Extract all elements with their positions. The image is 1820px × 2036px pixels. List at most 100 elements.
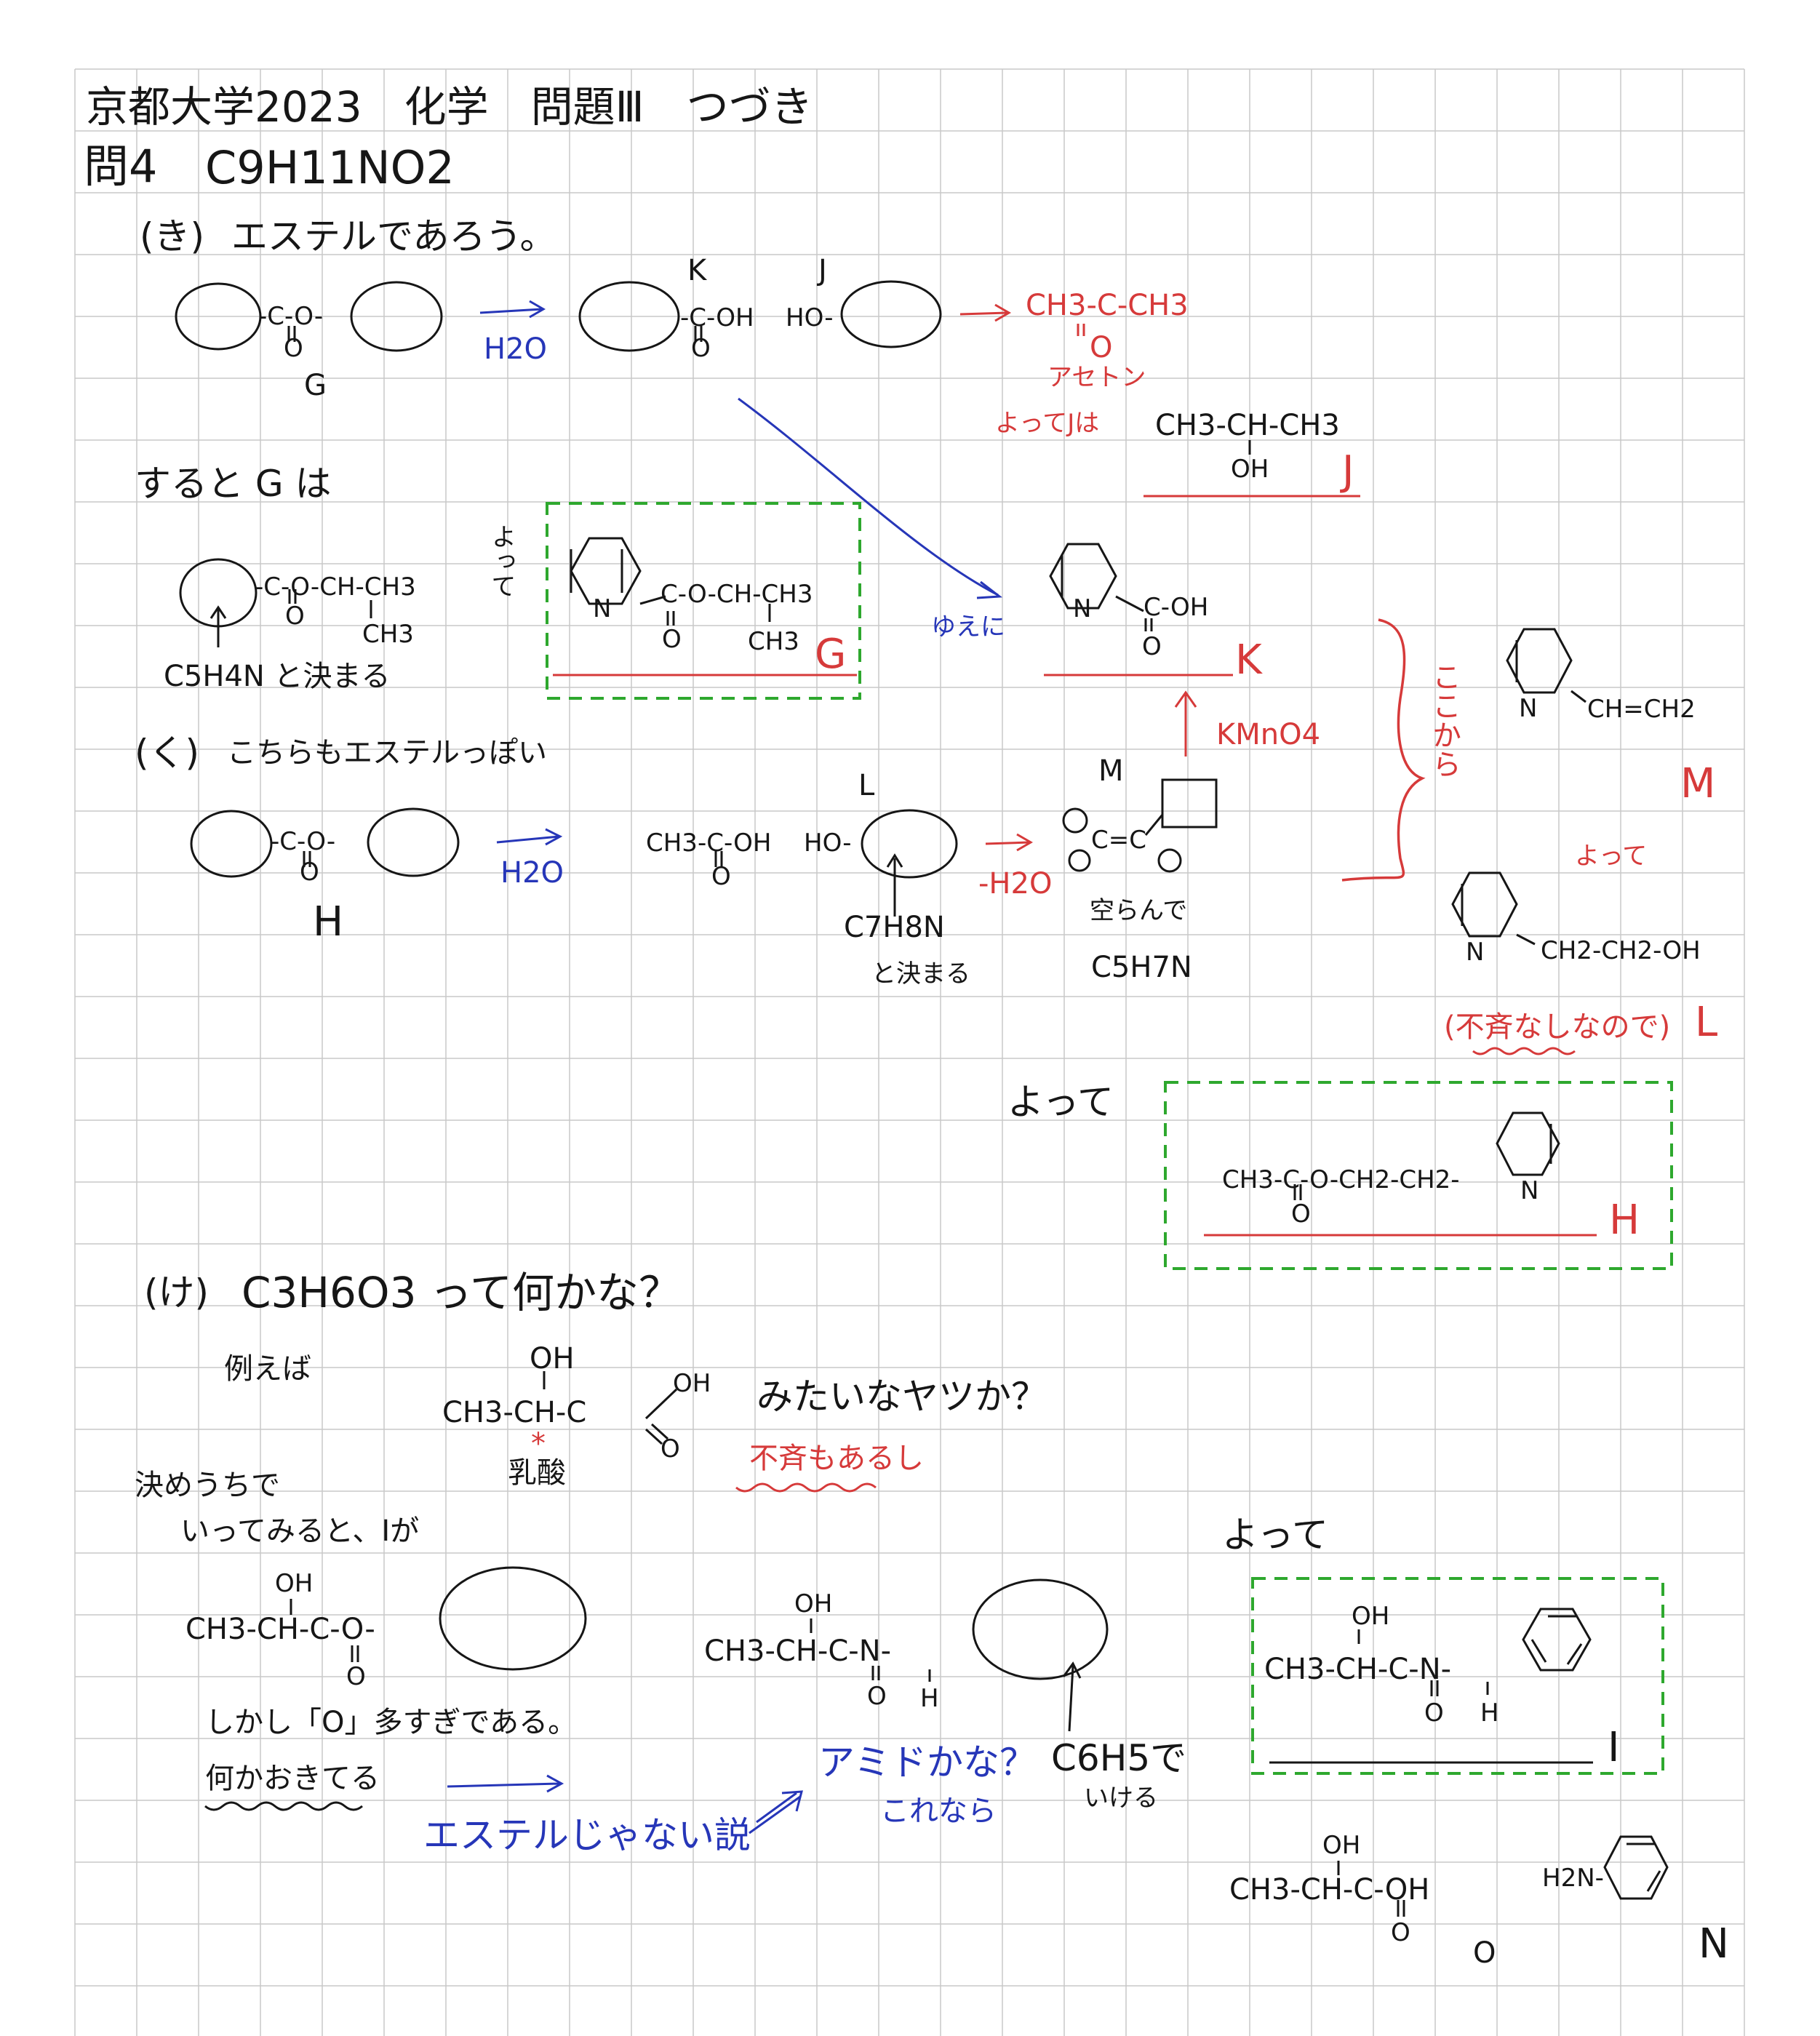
i-ester-chain: CH3-CH-C-O-	[185, 1613, 375, 1646]
amide-oh: OH	[794, 1589, 833, 1618]
answer-box-i	[1251, 1577, 1664, 1775]
g-sketch	[179, 558, 372, 647]
m-chain: CH=CH2	[1587, 695, 1696, 724]
tatoeba: 例えば	[224, 1352, 311, 1386]
wavy-underline-fusei	[1472, 1047, 1576, 1055]
c5h4n-note: C5H4N と決まる	[164, 660, 391, 693]
h-dbl: O	[1291, 1199, 1311, 1229]
yotte-j: よってJは	[995, 409, 1100, 438]
amide-dbl: O	[867, 1682, 887, 1711]
pyridine-ring-l	[1451, 871, 1536, 946]
yotte-vertical: よって	[487, 524, 516, 598]
j-formula: CH3-CH-CH3	[1155, 409, 1340, 442]
i-ester-sketch	[290, 1566, 587, 1671]
pyridine-ring-h	[1293, 1111, 1560, 1200]
h2o-label-ki: H2O	[484, 332, 548, 366]
l-ho-part: HO-	[804, 829, 852, 858]
amide-question: アミドかな？	[818, 1741, 1036, 1784]
page-title: 京都大学2023 化学 問題Ⅲ つづき	[86, 82, 813, 132]
pyridine-ring-m	[1506, 628, 1586, 703]
h-n: N	[1520, 1176, 1539, 1205]
ku-ester-dbl: O	[300, 858, 319, 887]
label-g: G	[304, 369, 327, 402]
j-oh: OH	[1231, 455, 1269, 484]
yotte-small: よって	[1575, 842, 1648, 871]
acetone-formula: CH3-C-CH3	[1026, 289, 1189, 322]
kmno4-arrow	[1174, 690, 1197, 756]
ikeru-note: いける	[1084, 1784, 1158, 1813]
yue-note: ゆえに	[931, 612, 1005, 642]
pyridine-ring-g	[570, 537, 771, 626]
kmno4-label: KMnO4	[1216, 718, 1321, 751]
m-sketch	[1062, 778, 1218, 873]
g-final-label: G	[815, 631, 847, 678]
m-struct: C=C	[1091, 826, 1146, 855]
sora-note: 空らんで	[1090, 896, 1188, 925]
acetone-dbl: O	[1090, 331, 1113, 364]
fusei-note: 不斉もあるし	[749, 1442, 924, 1475]
suruto-g: すると G は	[135, 463, 332, 505]
c5h7n-note: C5H7N	[1091, 951, 1192, 984]
lactic-star: *	[531, 1427, 546, 1461]
n-amine: H2N-	[1542, 1864, 1604, 1893]
m-final-label: M	[1680, 760, 1716, 807]
ku-heading: (く)	[135, 732, 200, 774]
acetone-name: アセトン	[1047, 363, 1146, 392]
amide-h: H	[920, 1684, 939, 1713]
kimeuchi-2: いってみると、Iが	[180, 1514, 420, 1548]
kimeuchi-1: 決めうちで	[135, 1469, 280, 1502]
ki-ester-dbl: O	[284, 334, 303, 363]
kokokara-note: ここから	[1427, 662, 1461, 778]
k-chain: C-OH	[1144, 593, 1209, 622]
ki-note: エステルであろう。	[231, 215, 556, 258]
i-oh: OH	[1352, 1602, 1390, 1631]
to-kimaru: と決まる	[871, 959, 970, 989]
l-n: N	[1466, 938, 1485, 967]
shikashi-note: しかし「O」多すぎである。	[205, 1706, 578, 1739]
label-k: K	[687, 254, 707, 287]
k-dbl: O	[1142, 632, 1162, 661]
ke-question: C3H6O3 って何かな？	[242, 1268, 682, 1317]
k-n: N	[1073, 594, 1092, 623]
label-l: L	[858, 769, 875, 802]
k-acid-dbl: O	[691, 334, 711, 363]
l-note: (不斉なしなので)	[1444, 1010, 1671, 1044]
h-final-label: H	[1609, 1197, 1640, 1244]
ku-arrows	[496, 828, 1033, 852]
i-final-label: I	[1608, 1724, 1620, 1771]
lactic-acid-bonds	[543, 1371, 678, 1445]
g-box-chain: C-O-CH-CH3	[660, 580, 813, 609]
c6h5-note: C6H5で	[1051, 1737, 1187, 1779]
minus-h2o: -H2O	[978, 867, 1053, 901]
i-dbl: O	[1424, 1698, 1444, 1728]
g-chain: -C-O-CH-CH3	[255, 572, 416, 602]
label-j: J	[818, 254, 827, 287]
o-dbl: O	[1391, 1918, 1410, 1947]
g-box-dbl: O	[662, 625, 682, 654]
label-m: M	[1098, 754, 1124, 788]
ki-ester-sketch	[175, 280, 942, 352]
answer-box-g	[546, 502, 861, 700]
korenara-note: これなら	[880, 1795, 997, 1828]
formula-c9h11no2: C9H11NO2	[205, 141, 455, 194]
ku-note: こちらもエステルっぽい	[227, 736, 547, 770]
ku-ester-left: -C-O-	[271, 827, 336, 856]
k-final-label: K	[1235, 636, 1262, 684]
i-chain: CH3-CH-C-N-	[1264, 1653, 1452, 1686]
ku-ester-sketch	[190, 807, 958, 917]
products-o-n	[1337, 1835, 1669, 1917]
ki-ester-left: -C-O-	[258, 302, 324, 331]
m-n: N	[1519, 694, 1538, 723]
o-chain: CH3-CH-C-OH	[1229, 1873, 1430, 1907]
o-oh: OH	[1322, 1831, 1361, 1860]
ke-heading: (け)	[144, 1271, 209, 1314]
wavy-underline-nanika	[204, 1801, 363, 1811]
label-h: H	[313, 898, 344, 946]
lactic-o: O	[660, 1434, 680, 1464]
answer-box-h	[1164, 1081, 1673, 1270]
c7h8n-note: C7H8N	[844, 911, 945, 944]
g-box-ch3: CH3	[748, 627, 799, 656]
h2o-label-ku: H2O	[500, 856, 564, 890]
wavy-underline-fusei2	[735, 1482, 877, 1493]
